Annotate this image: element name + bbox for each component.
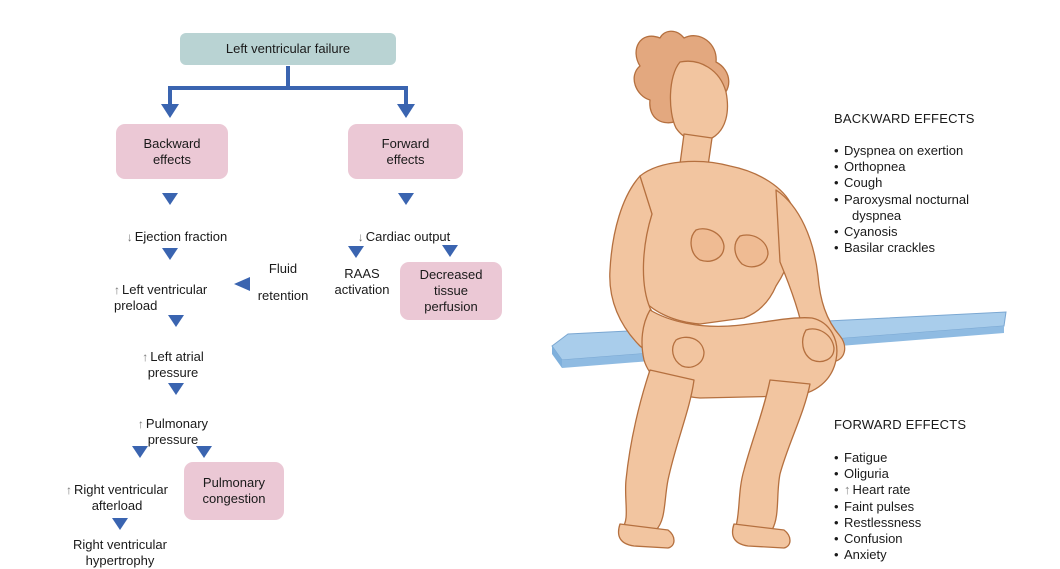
list-item: Dyspnea on exertion (834, 143, 1034, 159)
list-item: Cough (834, 175, 1034, 191)
up-indicator-icon: ↑ (137, 417, 144, 431)
flow-arrow-head (168, 315, 184, 327)
patient-figure-image (609, 30, 846, 549)
flow-arrow-head (196, 446, 212, 458)
list-item: Oliguria (834, 466, 1034, 482)
flow-arrow-head (398, 193, 414, 205)
list-item: ↑Heart rate (834, 482, 1034, 498)
cardiac-output-label: ↓Cardiac output (357, 229, 451, 244)
pulmonary-pressure-label: ↑Pulmonary pressure (137, 416, 209, 447)
list-item: Confusion (834, 531, 1034, 547)
forward-effects-list: Fatigue Oliguria ↑Heart rate Faint pulse… (834, 450, 1034, 564)
list-item: Basilar crackles (834, 240, 1034, 256)
list-item: Fatigue (834, 450, 1034, 466)
forward-effects-title: FORWARD EFFECTS (834, 417, 967, 432)
up-indicator-icon: ↑ (844, 482, 851, 498)
up-indicator-icon: ↑ (142, 350, 149, 364)
pulmonary-congestion-box: Pulmonary congestion (184, 462, 284, 520)
flow-arrow-head (112, 518, 128, 530)
flow-arrow-head (132, 446, 148, 458)
list-item: Anxiety (834, 547, 1034, 563)
down-indicator-icon: ↓ (357, 230, 364, 244)
top-branch-connector (161, 66, 415, 118)
rv-afterload-label: ↑Right ventricular afterload (66, 482, 168, 513)
lv-preload-label: ↑Left ventricular preload (114, 282, 208, 313)
ejection-fraction-label: ↓Ejection fraction (126, 229, 228, 244)
left-atrial-pressure-label: ↑Left atrial pressure (142, 349, 204, 380)
list-item: dyspnea (852, 207, 902, 223)
backward-effects-list: Dyspnea on exertion Orthopnea Cough Paro… (834, 143, 1034, 257)
down-indicator-icon: ↓ (126, 230, 133, 244)
up-indicator-icon: ↑ (66, 483, 73, 497)
flow-arrow-head (348, 246, 364, 258)
forward-effects-box: Forward effects (348, 124, 463, 179)
flow-arrow-head (168, 383, 184, 395)
retention-label: retention (257, 288, 309, 303)
flow-arrow-head (162, 248, 178, 260)
flow-arrow-head (442, 245, 458, 257)
list-item: Faint pulses (834, 499, 1034, 515)
raas-activation-label: RAAS activation (334, 266, 390, 297)
decreased-tissue-perfusion-box: Decreased tissue perfusion (400, 262, 502, 320)
flow-arrow-head (162, 193, 178, 205)
down-arrow-group (112, 183, 458, 530)
list-item: Orthopnea (834, 159, 1034, 175)
list-item: Restlessness (834, 515, 1034, 531)
left-ventricular-failure-box: Left ventricular failure (180, 33, 396, 65)
backward-effects-title: BACKWARD EFFECTS (834, 111, 975, 126)
backward-effects-box: Backward effects (116, 124, 228, 179)
list-item: Paroxysmal nocturnal (834, 192, 1034, 208)
list-item: Cyanosis (834, 224, 1034, 240)
fluid-label: Fluid (268, 261, 298, 276)
rv-hypertrophy-label: Right ventricular hypertrophy (73, 537, 167, 568)
fluid-retention-arrow (234, 277, 320, 291)
up-indicator-icon: ↑ (114, 283, 120, 297)
